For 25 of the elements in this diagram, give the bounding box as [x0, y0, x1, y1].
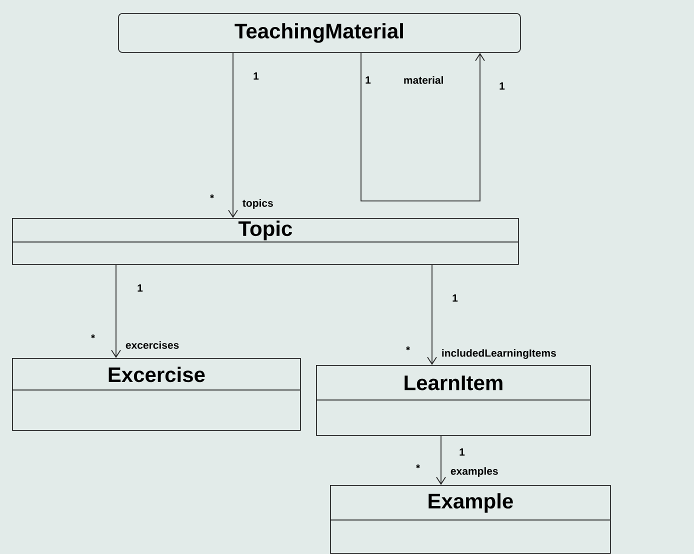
- class-box: TeachingMaterial: [118, 13, 521, 53]
- role-name: excercises: [126, 341, 179, 349]
- multiplicity: 1: [366, 76, 371, 84]
- multiplicity: 1: [500, 82, 505, 90]
- role-name: topics: [242, 199, 273, 209]
- multiplicity: *: [91, 334, 96, 338]
- role-name: examples: [450, 467, 498, 477]
- class-box: Example: [330, 485, 611, 554]
- role-name: includedLearningItems: [442, 349, 556, 359]
- class-box: Excercise: [12, 358, 301, 431]
- association-arrow: [427, 264, 437, 365]
- multiplicity: 1: [254, 72, 259, 80]
- multiplicity: *: [416, 464, 420, 468]
- multiplicity: 1: [460, 448, 465, 456]
- multiplicity: *: [210, 194, 214, 198]
- multiplicity: *: [406, 346, 410, 350]
- association-arrow: [228, 52, 238, 218]
- association-arrow: [111, 264, 121, 358]
- multiplicity: 1: [138, 284, 143, 292]
- role-name: material: [404, 76, 443, 84]
- class-box: LearnItem: [316, 365, 591, 436]
- association-arrow: [436, 435, 446, 485]
- association-arrow: [360, 52, 485, 202]
- class-box: Topic: [12, 218, 519, 265]
- multiplicity: 1: [452, 294, 458, 302]
